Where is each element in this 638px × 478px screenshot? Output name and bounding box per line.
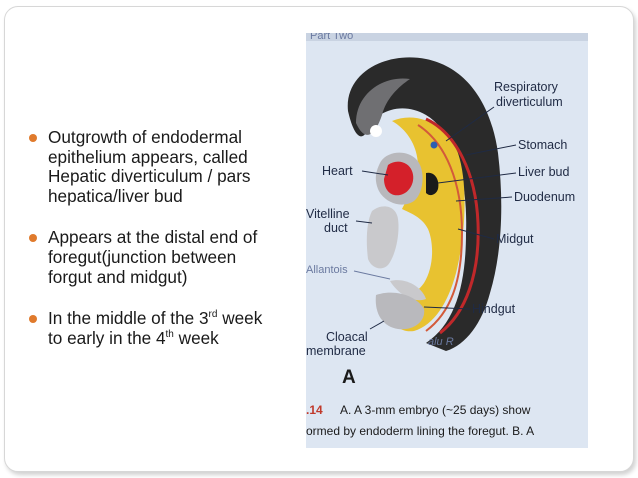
bullet-text: Outgrowth of endodermal epithelium appea… <box>48 127 251 206</box>
artist-signature: alu R <box>428 336 454 348</box>
allantois-pointer <box>353 270 391 280</box>
bullet-icon <box>29 315 37 324</box>
gut-vessel <box>417 124 464 332</box>
duodenum-pointer <box>455 196 513 202</box>
panel-letter: A <box>342 367 356 388</box>
respiratory-pointer <box>445 106 495 142</box>
label-hindgut: Hindgut <box>472 302 516 316</box>
cloaca-shape <box>375 292 425 330</box>
bullet-text: Appears at the distal end of foregut(jun… <box>48 227 258 287</box>
top-page-label: Part Two <box>310 33 353 42</box>
bullet-text-part: week <box>173 327 219 348</box>
head-fold <box>356 78 410 135</box>
bullet-item: Outgrowth of endodermal epithelium appea… <box>26 127 276 206</box>
label-midgut: Midgut <box>496 232 534 246</box>
label-stomach: Stomach <box>518 138 567 152</box>
dorsal-aorta <box>425 117 480 335</box>
liver-bud-shape <box>426 172 439 196</box>
cloacal-pointer <box>369 320 385 330</box>
liver-bud-pointer <box>437 172 517 184</box>
bullet-icon <box>29 134 37 142</box>
caption-line-1: A. A 3-mm embryo (~25 days) show <box>340 403 531 417</box>
vitelline-pointer <box>355 220 373 224</box>
hindgut-pointer <box>423 306 471 310</box>
bullet-text-part: In the middle of the 3 <box>48 308 209 329</box>
label-liver-bud: Liver bud <box>518 165 569 179</box>
embryo-figure: Part Two Respiratory diverticulum Stomac… <box>306 33 588 448</box>
bullet-item: Appears at the distal end of foregut(jun… <box>26 228 276 287</box>
heart-chamber <box>384 161 414 196</box>
label-heart: Heart <box>322 164 353 178</box>
label-allantois: Allantois <box>306 264 348 276</box>
label-cloacal-1: Cloacal <box>326 330 368 344</box>
endoderm-gut <box>390 117 465 332</box>
head-spot <box>370 125 382 137</box>
label-cloacal-2: membrane <box>306 344 366 358</box>
ordinal-suffix: th <box>165 328 174 340</box>
bullet-list: Outgrowth of endodermal epithelium appea… <box>26 127 276 348</box>
ordinal-suffix: rd <box>208 309 218 321</box>
bullet-icon <box>29 234 37 243</box>
label-respiratory-1: Respiratory <box>494 80 559 94</box>
heart-pointer <box>361 170 389 176</box>
vitelline-duct-shape <box>366 206 399 269</box>
allantois-shape <box>390 280 426 301</box>
label-vitelline-2: duct <box>324 221 348 235</box>
label-vitelline-1: Vitelline <box>306 207 350 221</box>
label-duodenum: Duodenum <box>514 190 575 204</box>
label-respiratory-2: diverticulum <box>496 95 563 109</box>
bullet-item: In the middle of the 3rd week to early i… <box>26 308 276 348</box>
stomach-pointer <box>465 144 517 156</box>
embryo-diagram: Part Two Respiratory diverticulum Stomac… <box>306 33 588 448</box>
caption-line-2: ormed by endoderm lining the foregut. B.… <box>306 424 534 438</box>
embryo-body-outline <box>347 57 502 351</box>
blue-marker <box>430 141 438 149</box>
bullet-text-part: week to early in the 4 <box>48 308 263 348</box>
page-top-strip <box>306 33 588 41</box>
caption-number: .14 <box>306 403 323 417</box>
midgut-pointer <box>457 228 495 240</box>
